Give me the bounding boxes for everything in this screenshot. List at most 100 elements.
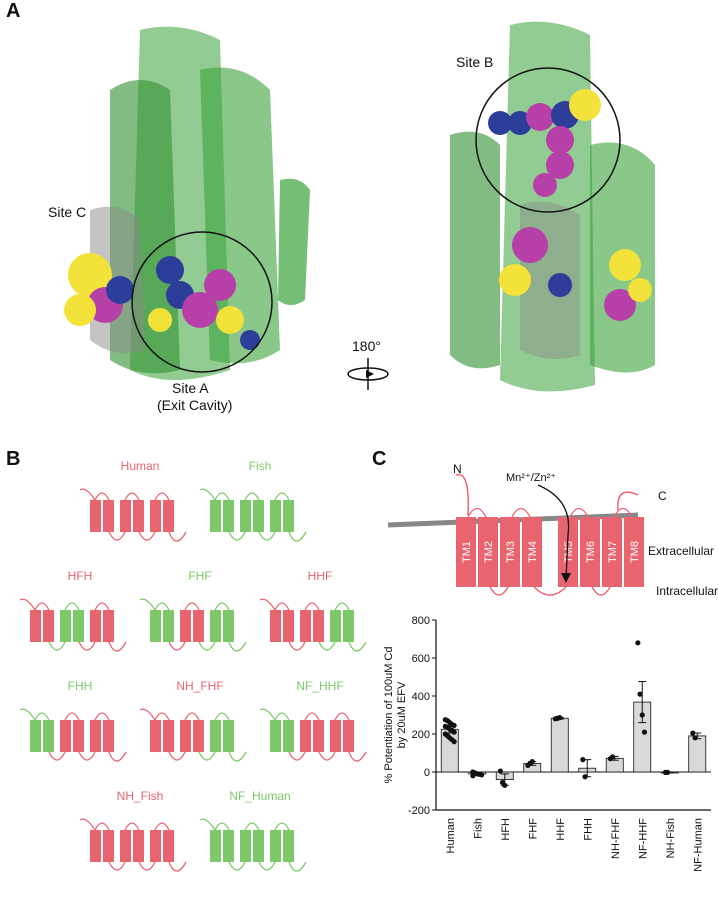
data-point	[641, 729, 648, 735]
construct-diagram: NH_FHF	[139, 679, 247, 762]
data-point	[582, 774, 588, 780]
y-tick-label: 800	[412, 615, 430, 627]
construct-diagram: FHH	[19, 679, 127, 762]
site-a-circle	[131, 231, 273, 373]
data-point	[470, 773, 476, 779]
tm-block	[133, 500, 144, 532]
tm-helix	[522, 517, 542, 587]
panel-b-letter: B	[6, 448, 21, 470]
construct-diagram: HHF	[259, 569, 367, 652]
tm-block	[150, 720, 161, 752]
panel-a-letter: A	[6, 0, 21, 22]
tm-block	[163, 720, 174, 752]
construct-label: NH_Fish	[117, 789, 164, 803]
site-a-spheres	[148, 256, 260, 350]
structure-right	[450, 21, 655, 392]
tm-block	[103, 500, 114, 532]
tm-block	[43, 610, 54, 642]
tm-block	[223, 720, 234, 752]
data-point	[451, 729, 457, 735]
construct-label: HFH	[68, 569, 93, 583]
construct-label: HHF	[308, 569, 333, 583]
tm-block	[103, 720, 114, 752]
tm-block	[270, 500, 281, 532]
tm-block	[330, 720, 341, 752]
x-tick-label: HFH	[500, 818, 512, 841]
tm-block	[43, 720, 54, 752]
tm-block	[103, 830, 114, 862]
data-point	[451, 722, 457, 729]
tm-block	[90, 610, 101, 642]
tm-block	[133, 830, 144, 862]
tm-block	[90, 720, 101, 752]
data-point	[639, 712, 645, 718]
tm-block	[73, 720, 84, 752]
tm-block	[30, 720, 41, 752]
x-tick-label: FHH	[582, 818, 594, 841]
tm-block	[180, 610, 191, 642]
tm-block	[300, 720, 311, 752]
tm-block	[30, 610, 41, 642]
construct-diagram: Fish	[199, 459, 307, 542]
site-c-label: Site C	[48, 204, 87, 220]
tm-helix	[624, 517, 644, 587]
tm-helix-label: TM6	[585, 541, 597, 563]
data-point	[692, 735, 698, 741]
x-tick-label: NH-FHF	[610, 818, 622, 859]
tm-block	[270, 720, 281, 752]
tm-block	[240, 830, 251, 862]
tm-block	[223, 500, 234, 532]
data-point	[664, 769, 671, 775]
intracellular-label: Intracellular	[656, 584, 718, 598]
construct-diagram: NF_Human	[199, 789, 307, 872]
construct-diagram: NF_HHF	[259, 679, 367, 762]
tm-block	[163, 610, 174, 642]
data-point	[637, 691, 643, 697]
data-point	[635, 640, 641, 646]
tm-block	[253, 500, 264, 532]
tm-helix-label: TM8	[629, 541, 641, 563]
structure-left	[64, 26, 310, 381]
data-point	[557, 715, 563, 721]
site-b-spheres	[488, 89, 652, 321]
rotation-icon	[347, 358, 389, 390]
tm-helix-label: TM3	[505, 541, 517, 563]
ion-arrow	[537, 484, 570, 581]
tm-block	[120, 500, 131, 532]
panel-c-letter: C	[372, 448, 387, 470]
tm-block	[120, 830, 131, 862]
data-point	[451, 739, 457, 745]
x-tick-label: Fish	[472, 818, 484, 839]
tm-helix-label: TM5	[563, 541, 575, 563]
tm-block	[270, 830, 281, 862]
data-point	[609, 754, 616, 760]
x-tick-label: FHF	[527, 818, 539, 840]
site-a-sublabel: (Exit Cavity)	[157, 397, 233, 413]
tm-block	[283, 500, 294, 532]
y-tick-label: -200	[408, 805, 430, 817]
tm-block	[270, 610, 281, 642]
tm-helix-label: TM7	[607, 541, 619, 563]
construct-label: NF_HHF	[296, 679, 343, 693]
tm-block	[150, 500, 161, 532]
y-tick-label: 600	[412, 653, 430, 665]
tm-helix	[500, 517, 520, 587]
tm-block	[253, 830, 264, 862]
tm-block	[90, 500, 101, 532]
rotation-label: 180°	[352, 338, 381, 354]
tm-block	[330, 610, 341, 642]
tm-block	[313, 720, 324, 752]
data-point	[497, 768, 503, 774]
x-tick-label: NF-HHF	[637, 818, 649, 859]
tm-block	[283, 610, 294, 642]
n-terminus: N	[453, 462, 462, 476]
tm-block	[313, 610, 324, 642]
tm-helix	[558, 517, 578, 587]
tm-helix-label: TM2	[483, 541, 495, 563]
x-tick-label: HHF	[555, 818, 567, 841]
tm-block	[73, 610, 84, 642]
site-c-spheres	[64, 253, 134, 326]
construct-label: Human	[121, 459, 160, 473]
